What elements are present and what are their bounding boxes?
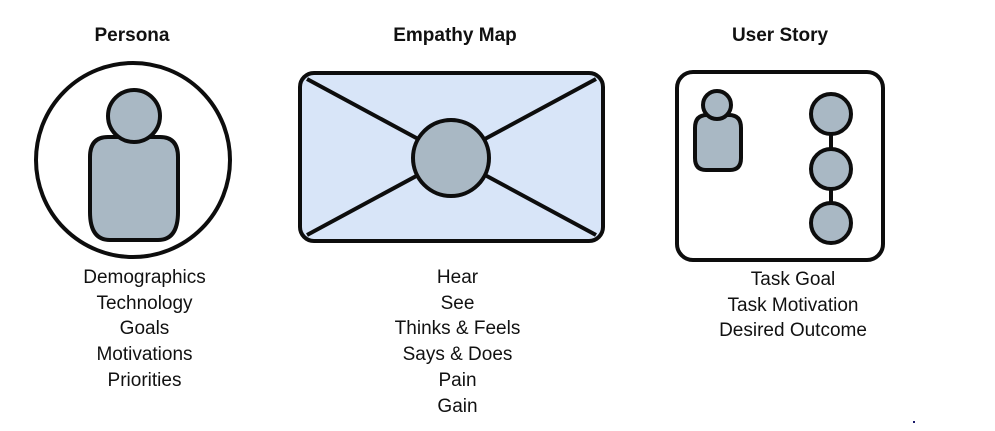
persona-title: Persona: [94, 25, 170, 46]
person-in-circle-icon: [34, 61, 232, 259]
empathy-map-list: Hear See Thinks & Feels Says & Does Pain…: [355, 265, 560, 419]
persona-item-priorities: Priorities: [107, 369, 182, 391]
empathy-item-thinks-feels: Thinks & Feels: [394, 318, 521, 340]
user-story-list: Task Goal Task Motivation Desired Outcom…: [688, 267, 898, 344]
persona-item-goals: Goals: [119, 318, 170, 340]
persona-item-motivations: Motivations: [96, 344, 193, 366]
empathy-item-see: See: [440, 292, 475, 314]
user-story-item-desired-outcome: Desired Outcome: [719, 320, 867, 342]
user-story-title: User Story: [731, 25, 829, 46]
user-story-icon: [675, 70, 885, 262]
persona-item-technology: Technology: [96, 292, 193, 314]
empathy-item-hear: Hear: [436, 267, 479, 288]
persona-item-demographics: Demographics: [83, 267, 206, 288]
envelope-icon: [298, 71, 605, 243]
stray-dot: [913, 421, 915, 423]
empathy-item-gain: Gain: [437, 395, 478, 417]
empathy-map-title: Empathy Map: [393, 25, 517, 46]
persona-list: Demographics Technology Goals Motivation…: [42, 265, 247, 394]
user-story-item-task-goal: Task Goal: [750, 269, 836, 290]
user-story-item-task-motivation: Task Motivation: [727, 294, 859, 316]
empathy-item-pain: Pain: [438, 369, 477, 391]
empathy-item-says-does: Says & Does: [402, 344, 513, 366]
